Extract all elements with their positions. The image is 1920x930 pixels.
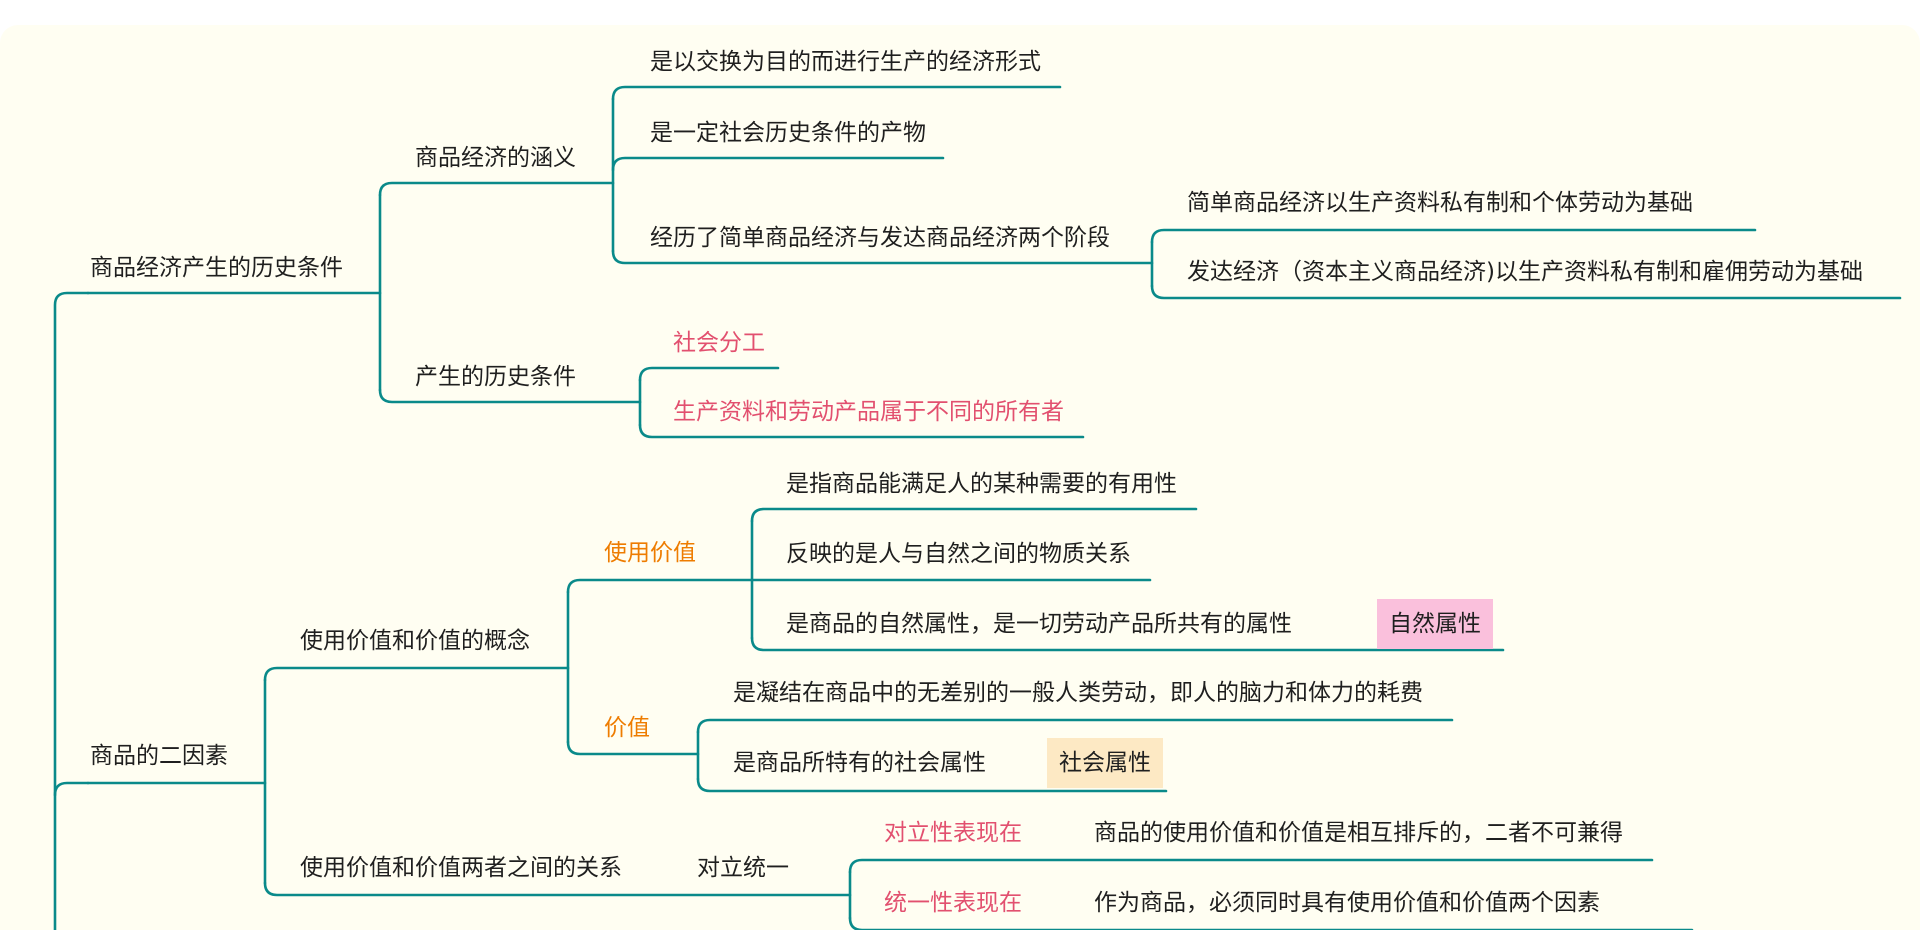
link-meaning [378, 181, 615, 197]
link-conditions [378, 388, 642, 404]
node-meaning-3a[interactable]: 简单商品经济以生产资料私有制和个体劳动为基础 [1187, 190, 1693, 216]
link-v2 [696, 777, 1168, 793]
node-opposition-label[interactable]: 对立性表现在 [884, 820, 1022, 846]
link-m3 [611, 249, 1154, 265]
node-unification-label[interactable]: 统一性表现在 [884, 890, 1022, 916]
node-use-value-3[interactable]: 是商品的自然属性，是一切劳动产品所共有的属性 [786, 611, 1292, 637]
node-meaning-1[interactable]: 是以交换为目的而进行生产的经济形式 [650, 49, 1041, 75]
link-m3b [1150, 284, 1902, 300]
node-unity-of-opposites[interactable]: 对立统一 [697, 855, 789, 881]
node-unification-text[interactable]: 作为商品，必须同时具有使用价值和价值两个因素 [1094, 890, 1600, 916]
node-condition-division-of-labor[interactable]: 社会分工 [673, 330, 765, 356]
node-condition-ownership[interactable]: 生产资料和劳动产品属于不同的所有者 [673, 399, 1064, 425]
link-opposition [848, 858, 1654, 874]
node-conditions[interactable]: 产生的历史条件 [415, 364, 576, 390]
tag-natural-attribute[interactable]: 自然属性 [1377, 599, 1493, 649]
trunk-root [53, 291, 90, 930]
link-relation [263, 881, 852, 897]
link-concept [263, 666, 570, 682]
node-meaning-3b[interactable]: 发达经济（资本主义商品经济)以生产资料私有制和雇佣劳动为基础 [1187, 259, 1863, 285]
link-use-value [566, 578, 754, 594]
node-use-value-1[interactable]: 是指商品能满足人的某种需要的有用性 [786, 471, 1177, 497]
link-v1 [696, 718, 1454, 734]
node-meaning-2[interactable]: 是一定社会历史条件的产物 [650, 120, 926, 146]
node-opposition-text[interactable]: 商品的使用价值和价值是相互排斥的，二者不可兼得 [1094, 820, 1623, 846]
link-c1 [638, 366, 780, 382]
link-u1 [750, 507, 1198, 523]
trunk-to-two-factors [53, 781, 90, 797]
link-c2 [638, 423, 1085, 439]
link-unification [848, 916, 1694, 930]
node-meaning-3[interactable]: 经历了简单商品经济与发达商品经济两个阶段 [650, 225, 1110, 251]
mindmap-canvas [0, 25, 1920, 930]
node-concept[interactable]: 使用价值和价值的概念 [300, 628, 530, 654]
tag-social-attribute[interactable]: 社会属性 [1047, 738, 1163, 788]
node-value-2[interactable]: 是商品所特有的社会属性 [733, 750, 986, 776]
node-history-conditions[interactable]: 商品经济产生的历史条件 [90, 255, 343, 281]
node-value[interactable]: 价值 [604, 715, 650, 741]
link-m1 [611, 85, 1062, 101]
node-value-1[interactable]: 是凝结在商品中的无差别的一般人类劳动，即人的脑力和体力的耗费 [733, 680, 1423, 706]
link-value [566, 740, 700, 756]
node-relation[interactable]: 使用价值和价值两者之间的关系 [300, 855, 622, 881]
node-use-value-2[interactable]: 反映的是人与自然之间的物质关系 [786, 541, 1131, 567]
link-m2 [611, 156, 945, 172]
node-two-factors[interactable]: 商品的二因素 [90, 743, 228, 769]
link-u3 [750, 636, 1505, 652]
node-use-value[interactable]: 使用价值 [604, 540, 696, 566]
node-meaning[interactable]: 商品经济的涵义 [415, 145, 576, 171]
link-m3a [1150, 228, 1757, 244]
